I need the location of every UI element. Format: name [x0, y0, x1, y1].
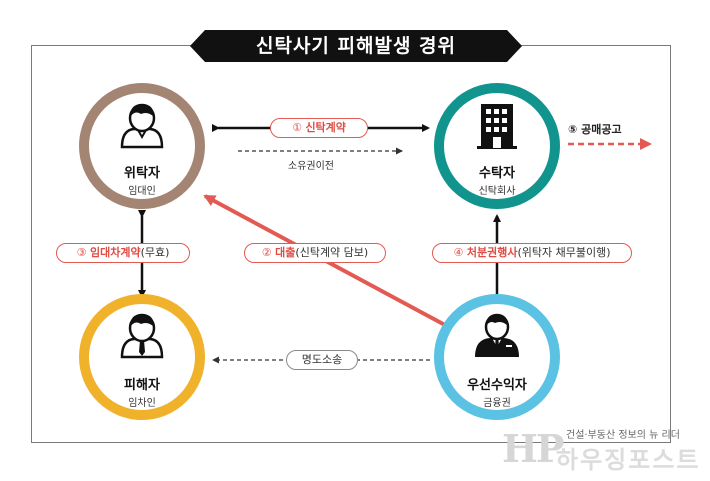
watermark-tagline: 건설·부동산 정보의 뉴 리더: [566, 430, 680, 441]
victim-sub: 임차인: [128, 398, 156, 409]
loan-num: ②: [261, 246, 272, 259]
loan-label: ② 대출(신탁계약 담보): [244, 243, 386, 263]
trustor-sub: 임대인: [128, 186, 156, 197]
beneficiary-name: 우선수익자: [467, 378, 527, 393]
trust-contract-num: ①: [292, 121, 302, 134]
person-icon: [120, 103, 164, 149]
disposal-text: 처분권행사: [466, 246, 518, 259]
title-banner: [190, 30, 522, 62]
lease-num: ③: [76, 246, 87, 259]
lease-label: ③ 임대차계약(무효): [56, 243, 190, 263]
watermark-logo: HP: [502, 426, 565, 471]
loan-text: 대출: [275, 246, 296, 259]
person-icon: [120, 313, 164, 359]
trustor-name: 위탁자: [124, 166, 160, 181]
victim-label: 피해자 임차인: [82, 374, 202, 409]
victim-name: 피해자: [124, 378, 160, 393]
businessman-icon: [475, 313, 519, 357]
disposal-num: ④: [453, 246, 464, 259]
watermark-name: 하우징포스트: [556, 446, 701, 474]
lease-text: 임대차계약: [89, 246, 141, 259]
trustor-label: 위탁자 임대인: [82, 162, 202, 197]
trustee-sub: 신탁회사: [478, 186, 516, 197]
trust-contract-text: 신탁계약: [305, 121, 346, 134]
loan-detail: (신탁계약 담보): [295, 246, 369, 259]
beneficiary-sub: 금융권: [483, 398, 511, 409]
trustee-name: 수탁자: [479, 166, 515, 181]
disposal-label: ④ 처분권행사(위탁자 채무불이행): [432, 243, 632, 263]
lease-detail: (무효): [140, 246, 170, 259]
building-icon: [477, 104, 517, 149]
disposal-detail: (위탁자 채무불이행): [517, 246, 611, 259]
public-notice-label: ⑤ 공매공고: [568, 123, 622, 136]
trust-contract-label: ① 신탁계약: [270, 118, 368, 138]
diagram-title: 신탁사기 피해발생 경위: [255, 35, 457, 57]
eviction-label: 명도소송: [286, 350, 358, 370]
beneficiary-label: 우선수익자 금융권: [437, 374, 557, 409]
trustee-label: 수탁자 신탁회사: [437, 162, 557, 197]
ownership-transfer-label: 소유권이전: [288, 161, 334, 172]
